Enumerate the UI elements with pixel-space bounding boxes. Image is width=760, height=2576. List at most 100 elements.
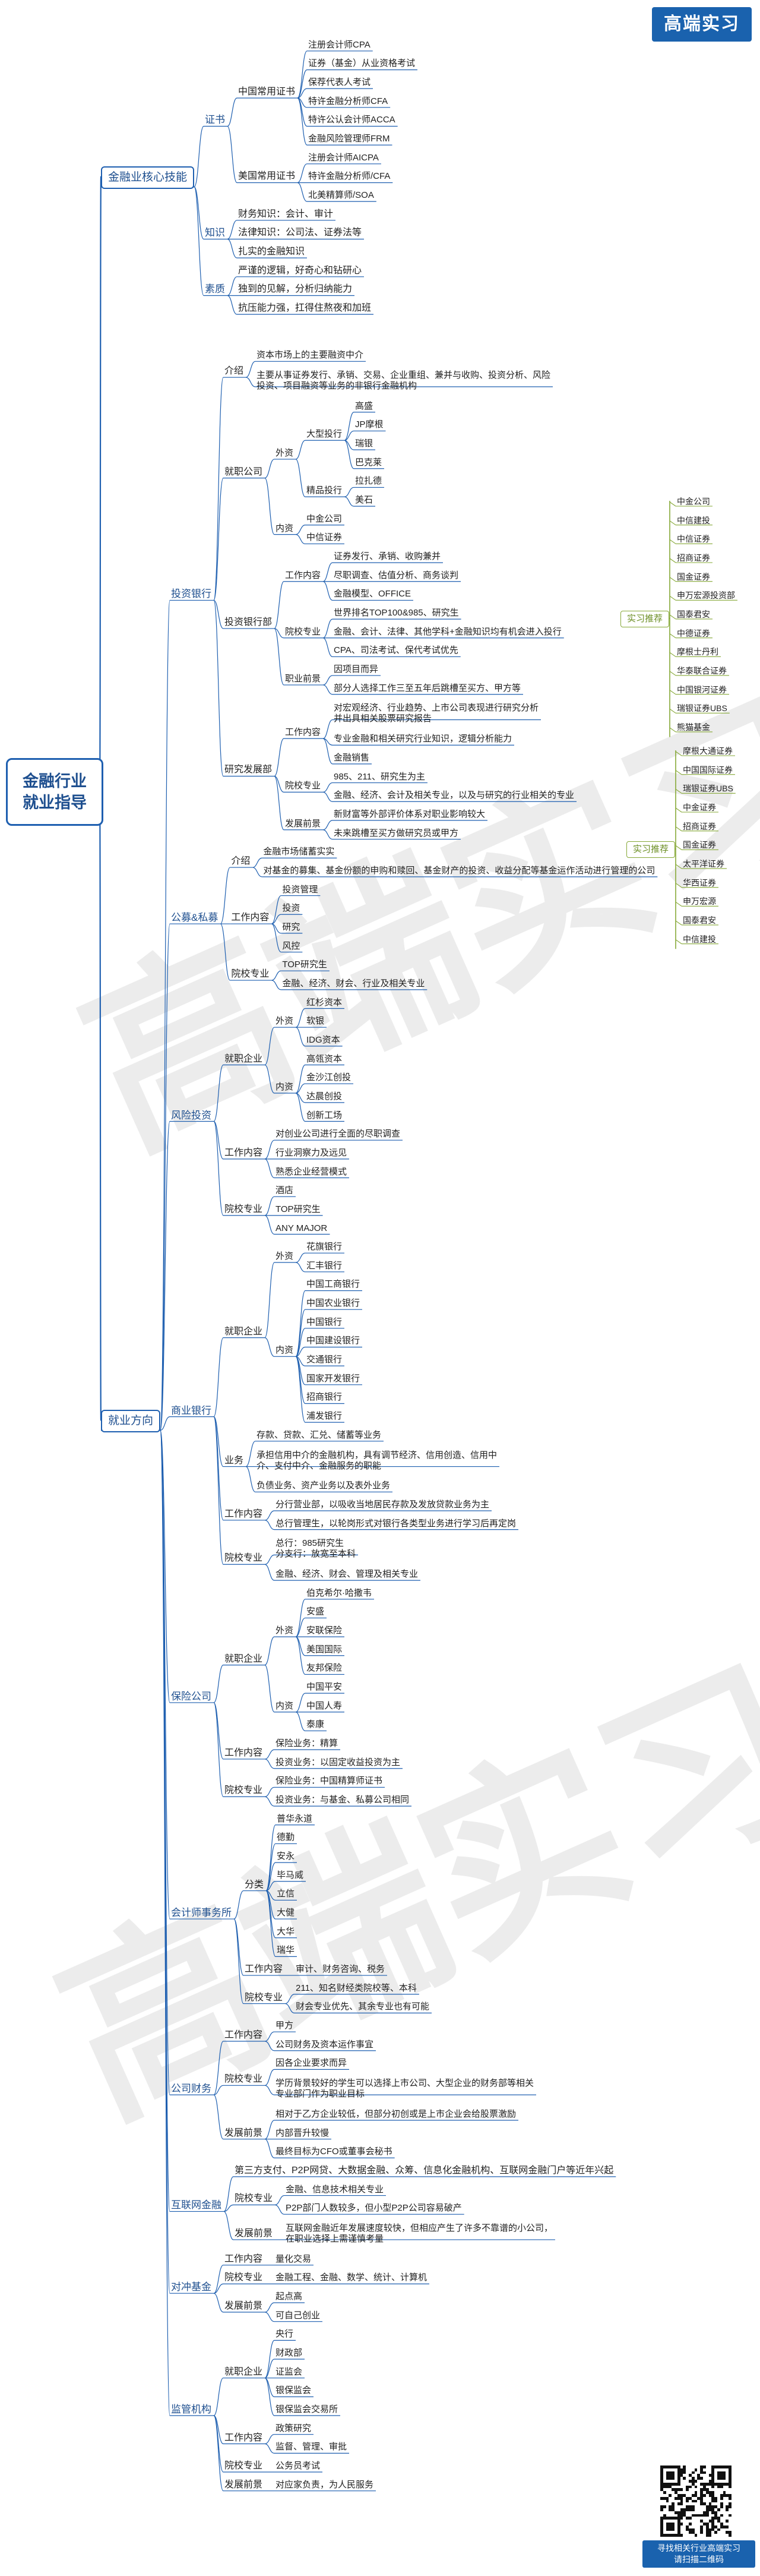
mindmap-node[interactable]: 注册会计师AICPA <box>308 152 379 163</box>
mindmap-node[interactable]: 可自己创业 <box>276 2310 321 2321</box>
mindmap-node[interactable]: 立信 <box>277 1889 295 1899</box>
mindmap-node[interactable]: 工作内容 <box>224 2029 263 2040</box>
mindmap-node[interactable]: 投资银行 <box>171 588 211 600</box>
mindmap-node[interactable]: 高瓴资本 <box>306 1053 343 1064</box>
mindmap-node[interactable]: 瑞银 <box>355 438 373 449</box>
mindmap-node[interactable]: 大华 <box>277 1926 295 1937</box>
mindmap-node[interactable]: 精品投行 <box>306 485 343 496</box>
mindmap-node[interactable]: 就职企业 <box>224 1326 263 1337</box>
mindmap-node[interactable]: 发展前景 <box>224 2300 263 2311</box>
mindmap-node[interactable]: 财政部 <box>276 2348 303 2359</box>
mindmap-node[interactable]: 内资 <box>276 1082 294 1093</box>
mindmap-node[interactable]: 负债业务、资产业务以及表外业务 <box>256 1480 391 1491</box>
mindmap-node[interactable]: 巴克莱 <box>355 457 382 468</box>
mindmap-node[interactable]: 外资 <box>276 447 294 458</box>
mindmap-node[interactable]: 审计、财务咨询、税务 <box>296 1964 385 1975</box>
mindmap-node[interactable]: CPA、司法考试、保代考试优先 <box>334 645 458 656</box>
mindmap-node[interactable]: 内资 <box>276 1700 294 1711</box>
mindmap-node[interactable]: 熟悉企业经营模式 <box>276 1166 347 1177</box>
mindmap-node[interactable]: 中国农业银行 <box>306 1298 360 1309</box>
mindmap-node[interactable]: 交通银行 <box>306 1355 343 1365</box>
mindmap-node[interactable]: 证券（基金）从业资格考试 <box>308 58 416 69</box>
mindmap-node[interactable]: 总行管理生，以轮岗形式对银行各类型业务进行学习后再定岗 <box>276 1518 517 1529</box>
mindmap-node[interactable]: 行业洞察力及远见 <box>276 1147 347 1158</box>
mindmap-node[interactable]: 承担信用中介的金融机构，具有调节经济、信用创造、信用中 介、支付中介、金融服务的… <box>256 1450 498 1471</box>
mindmap-node[interactable]: 高盛 <box>355 400 373 411</box>
mindmap-node[interactable]: 院校专业 <box>224 2272 263 2283</box>
mindmap-node[interactable]: TOP研究生 <box>282 959 327 970</box>
mindmap-node[interactable]: 投资业务：以固定收益投资为主 <box>276 1757 401 1767</box>
mindmap-node[interactable]: 会计师事务所 <box>171 1907 232 1919</box>
mindmap-node[interactable]: 工作内容 <box>224 2253 263 2264</box>
mindmap-node[interactable]: 985、211、研究生为主 <box>334 771 425 782</box>
side-list-item[interactable]: 申万宏源 <box>683 896 716 907</box>
mindmap-node[interactable]: 美国国际 <box>306 1644 343 1655</box>
mindmap-node[interactable]: 德勤 <box>277 1832 295 1843</box>
mindmap-node[interactable]: 独到的见解，分析归纳能力 <box>238 284 353 295</box>
mindmap-node[interactable]: 投资管理 <box>282 884 318 895</box>
mindmap-node[interactable]: 外资 <box>276 1625 294 1636</box>
mindmap-node[interactable]: 工作内容 <box>285 570 321 580</box>
mindmap-node[interactable]: 抗压能力强，扛得住熬夜和加班 <box>238 303 372 314</box>
mindmap-node[interactable]: 严谨的逻辑，好奇心和钻研心 <box>238 265 362 276</box>
mindmap-node[interactable]: 银保监会交易所 <box>276 2404 338 2414</box>
mindmap-node[interactable]: 证书 <box>205 114 225 126</box>
mindmap-node[interactable]: P2P部门人数较多，但小型P2P公司容易破产 <box>286 2203 462 2214</box>
side-group-tag[interactable]: 实习推荐 <box>626 841 676 858</box>
mindmap-node[interactable]: 金融、信息技术相关专业 <box>286 2184 384 2195</box>
mindmap-node[interactable]: 互联网金融 <box>171 2199 221 2211</box>
mindmap-node[interactable]: 发展前景 <box>224 2127 263 2138</box>
mindmap-node[interactable]: 金融模型、OFFICE <box>334 589 411 599</box>
mindmap-node[interactable]: 金融市场储蓄实实 <box>263 847 335 857</box>
mindmap-node[interactable]: 互联网金融近年发展速度较快，但相应产生了许多不靠谱的小公司， 在职业选择上需谨慎… <box>286 2223 553 2244</box>
root-topic[interactable]: 金融行业 就业指导 <box>6 758 103 826</box>
mindmap-node[interactable]: 院校专业 <box>224 2074 263 2085</box>
mindmap-node[interactable]: 内资 <box>276 523 294 533</box>
mindmap-node[interactable]: JP摩根 <box>355 419 384 430</box>
mindmap-node[interactable]: 金融工程、金融、数学、统计、计算机 <box>276 2272 428 2283</box>
section-node[interactable]: 金融业核心技能 <box>101 166 195 190</box>
mindmap-node[interactable]: 投资业务：与基金、私募公司相同 <box>276 1795 410 1805</box>
side-list-item[interactable]: 国泰君安 <box>677 609 710 619</box>
mindmap-node[interactable]: 量化交易 <box>276 2253 312 2264</box>
mindmap-node[interactable]: 公司财务 <box>171 2083 211 2095</box>
side-list-item[interactable]: 摩根大通证券 <box>683 746 733 756</box>
mindmap-node[interactable]: 商业银行 <box>171 1404 211 1416</box>
mindmap-node[interactable]: 院校专业 <box>235 2193 273 2204</box>
mindmap-node[interactable]: 保险公司 <box>171 1690 211 1702</box>
mindmap-node[interactable]: 存款、贷款、汇兑、储蓄等业务 <box>256 1429 382 1440</box>
mindmap-node[interactable]: 资本市场上的主要融资中介 <box>256 350 364 361</box>
mindmap-node[interactable]: 发展前景 <box>285 818 321 829</box>
mindmap-node[interactable]: 介绍 <box>224 366 244 377</box>
side-list-item[interactable]: 中金证券 <box>683 802 716 812</box>
mindmap-node[interactable]: 政策研究 <box>276 2423 312 2433</box>
mindmap-node[interactable]: 介绍 <box>231 856 251 867</box>
mindmap-node[interactable]: 金沙江创投 <box>306 1072 352 1083</box>
mindmap-node[interactable]: 工作内容 <box>224 1508 263 1519</box>
mindmap-node[interactable]: 财务知识：会计、审计 <box>238 209 334 219</box>
mindmap-node[interactable]: 公司财务及资本运作事宜 <box>276 2039 374 2050</box>
mindmap-node[interactable]: 花旗银行 <box>306 1242 343 1252</box>
mindmap-node[interactable]: 拉扎德 <box>355 476 382 487</box>
mindmap-node[interactable]: 金融、经济、会计及相关专业，以及与研究的行业相关的专业 <box>334 790 575 801</box>
mindmap-node[interactable]: 对基金的募集、基金份额的申购和赎回、基金财产的投资、收益分配等基金运作活动进行管… <box>263 865 656 876</box>
mindmap-node[interactable]: 外资 <box>276 1251 294 1261</box>
mindmap-node[interactable]: 国家开发银行 <box>306 1373 360 1384</box>
mindmap-node[interactable]: 新财富等外部评价体系对职业影响较大 <box>334 809 486 819</box>
mindmap-node[interactable]: 伯克希尔·哈撒韦 <box>306 1587 372 1598</box>
mindmap-node[interactable]: 院校专业 <box>224 1204 263 1214</box>
side-list-item[interactable]: 摩根士丹利 <box>677 647 718 657</box>
mindmap-node[interactable]: 扎实的金融知识 <box>238 247 305 257</box>
mindmap-node[interactable]: 就职公司 <box>224 466 263 477</box>
mindmap-node[interactable]: ANY MAJOR <box>276 1223 328 1233</box>
side-list-item[interactable]: 中信证券 <box>677 534 710 544</box>
side-list-item[interactable]: 中信建投 <box>683 934 716 944</box>
side-list-item[interactable]: 熊猫基金 <box>677 722 710 732</box>
mindmap-node[interactable]: 证监会 <box>276 2366 303 2377</box>
mindmap-node[interactable]: 安永 <box>277 1851 295 1862</box>
mindmap-node[interactable]: 安盛 <box>306 1606 325 1617</box>
mindmap-node[interactable]: 专业金融和相关研究行业知识，逻辑分析能力 <box>334 734 512 744</box>
mindmap-node[interactable]: 中信证券 <box>306 532 343 543</box>
mindmap-node[interactable]: 分行营业部，以吸收当地居民存款及发放贷款业务为主 <box>276 1499 490 1510</box>
mindmap-node[interactable]: 中国人寿 <box>306 1700 343 1711</box>
